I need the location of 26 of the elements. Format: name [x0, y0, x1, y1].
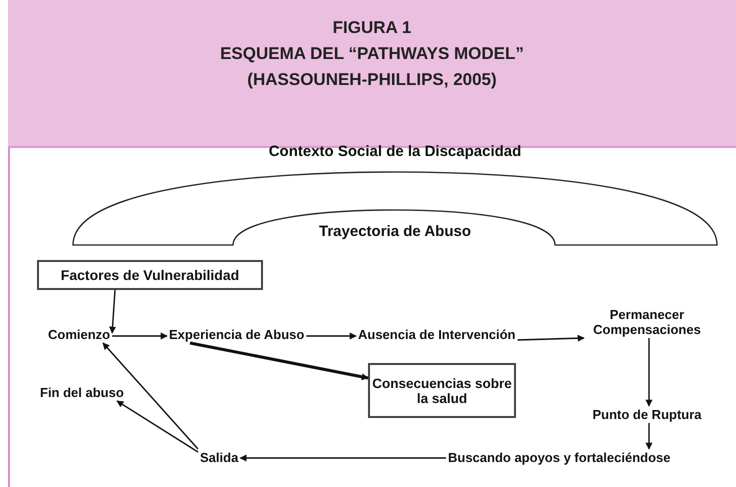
stage-label: Permanecer Compensaciones [582, 306, 712, 338]
arrow [646, 423, 652, 450]
stage-label: Experiencia de Abuso [167, 326, 306, 343]
arrow [240, 454, 446, 462]
stage-label: Punto de Ruptura [582, 406, 712, 423]
arrow [102, 342, 199, 450]
stage-label: Fin del abuso [38, 384, 126, 401]
stage-label: Salida [198, 449, 240, 466]
figure-subtitle: (HASSOUNEH-PHILLIPS, 2005) [247, 70, 497, 90]
stage-label: Comienzo [46, 326, 112, 343]
arch-shape [72, 143, 718, 247]
arrow [109, 290, 116, 334]
arrow [190, 342, 369, 380]
arrow [646, 338, 652, 407]
process-box: Factores de Vulnerabilidad [37, 260, 263, 290]
arrow [116, 400, 198, 453]
figure-title: FIGURA 1 [332, 18, 412, 38]
arrow [517, 334, 585, 342]
arrow [306, 332, 357, 340]
arch-heading: Contexto Social de la Discapacidad [268, 143, 522, 160]
arch-label: Trayectoria de Abuso [319, 223, 471, 240]
process-box: Consecuencias sobre la salud [368, 363, 516, 418]
stage-label: Buscando apoyos y fortaleciéndose [446, 449, 673, 466]
arrow [112, 332, 168, 340]
stage-label: Ausencia de Intervención [356, 326, 518, 343]
figure-subtitle: ESQUEMA DEL “PATHWAYS MODEL” [220, 44, 524, 64]
